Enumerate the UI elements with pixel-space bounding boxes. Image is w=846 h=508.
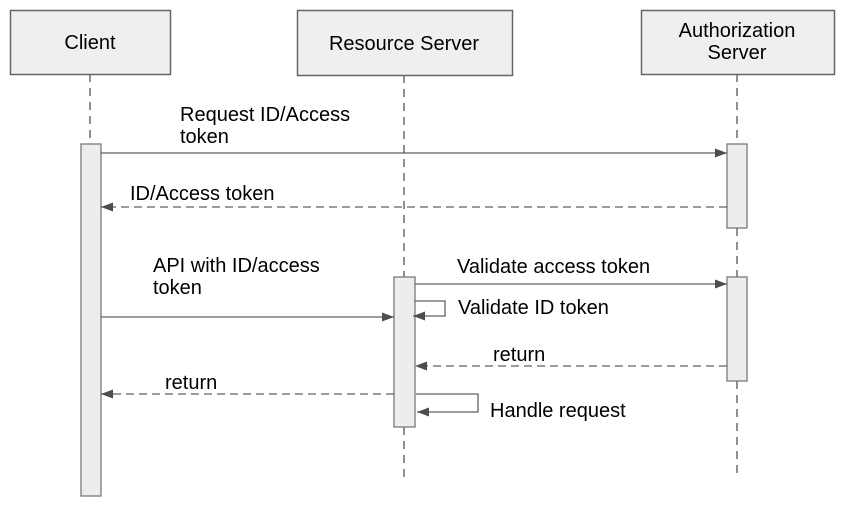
- activation-bar-authorization-server-2: [726, 276, 748, 382]
- message-validate-id-token-self: Validate ID token: [413, 297, 609, 321]
- actor-box-authorization-server: [640, 9, 836, 76]
- message-return-resource-to-client: return: [101, 372, 394, 399]
- message-id-access-token-return: ID/Access token: [101, 183, 727, 212]
- actor-label-client: Client: [64, 32, 116, 54]
- message-api-with-id-access-token: API with ID/access token: [101, 255, 394, 322]
- message-handle-request-self: Handle request: [416, 393, 626, 422]
- message-label: Handle request: [490, 400, 626, 422]
- message-label: return: [493, 344, 545, 366]
- message-label: token: [180, 126, 229, 148]
- message-label: Validate access token: [457, 256, 650, 278]
- message-return-auth-to-resource: return: [415, 344, 727, 371]
- activation-bar-client: [80, 143, 102, 497]
- actor-authorization-server: Authorization Server: [640, 9, 836, 76]
- message-request-id-access-token: Request ID/Access token: [101, 104, 727, 158]
- actor-box-client: [9, 9, 172, 76]
- message-self-loop: [416, 393, 479, 417]
- actor-label-resource-server: Resource Server: [329, 33, 479, 55]
- message-label: Validate ID token: [458, 297, 609, 319]
- activation-bar-resource-server: [393, 276, 416, 428]
- activation-bar-authorization-server-1: [726, 143, 748, 229]
- message-self-loop: [413, 300, 446, 321]
- actor-box-resource-server: [296, 9, 514, 77]
- message-label: return: [165, 372, 217, 394]
- message-label: token: [153, 277, 202, 299]
- actor-resource-server: Resource Server: [296, 9, 514, 77]
- actor-label-authorization-server-line1: Authorization: [679, 20, 796, 42]
- actor-client: Client: [9, 9, 172, 76]
- actor-label-authorization-server-line2: Server: [708, 42, 767, 64]
- message-label: API with ID/access: [153, 255, 320, 277]
- message-label: Request ID/Access: [180, 104, 350, 126]
- message-label: ID/Access token: [130, 183, 275, 205]
- message-validate-access-token: Validate access token: [415, 256, 727, 289]
